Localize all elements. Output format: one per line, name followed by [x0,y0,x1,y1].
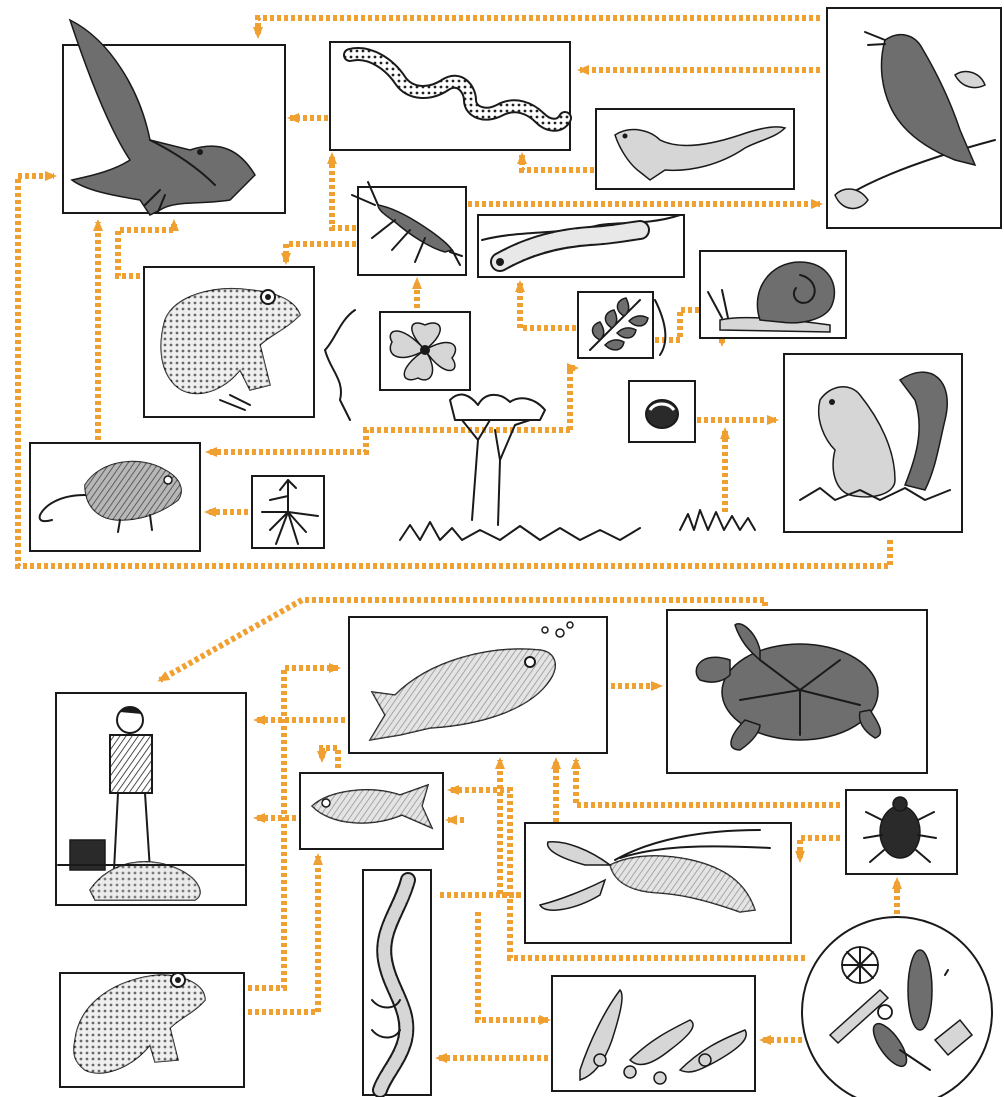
arrowhead-beetle-to-large-fish [571,757,581,769]
arrowhead-frog-to-hawk [169,219,179,231]
arrow-tree-to-mouse [570,368,576,430]
arrowhead-roots-to-mouse [204,507,216,517]
large-fish-panel [349,617,607,753]
phytoplankton-panel [802,917,992,1097]
arrowhead-earwig-to-frog [281,253,291,265]
arrowhead-phyto-to-crayfish [447,785,459,795]
frog-land-panel [144,267,314,417]
leaves-panel [578,292,665,358]
hawk-panel [63,20,285,215]
arrowhead-tree-to-mouse-2 [205,447,217,457]
arrowhead-beetle-to-crayfish [795,851,805,863]
grass-icon [680,510,755,530]
arrowhead-pond-frog-to-fisherman [329,663,341,673]
arrowhead-turtle-to-fisherman [157,671,170,681]
weasel-panel [596,109,794,189]
arrowhead-pond-frog-to-large-fish [313,853,323,865]
turtle-panel [667,610,927,773]
tree-icon [400,395,640,540]
snake-panel [330,42,570,150]
arrowhead-grass-to-squirrel [720,427,730,439]
arrowhead-phyto-to-beetle [892,877,902,889]
arrow-tree-to-mouse-2 [208,430,570,452]
arrow-earwig-to-frog [286,244,356,262]
zooplankton-panel [552,976,755,1091]
arrowhead-zoo-to-larva [435,1053,447,1063]
arrow-songbird-to-hawk [258,18,820,36]
arrowhead-large-fish-to-turtle [651,681,663,691]
mouse-panel [30,443,200,551]
arrowhead-snake-to-hawk [287,113,299,123]
arrowhead-phyto-to-zoo [759,1035,771,1045]
arrowhead-songbird-to-hawk [253,27,263,39]
arrowhead-large-fish-to-fisherman [253,715,265,725]
arrowhead-small-fish-to-fisherman [253,813,265,823]
arrowhead-larva-to-large-fish [551,757,561,769]
snail-panel [700,251,846,338]
arrow-leaves-to-caterpillar [520,283,576,328]
acorn-panel [629,381,695,442]
arrowhead-crayfish-to-large-fish [495,757,505,769]
arrowhead-squirrel-to-hawk [45,171,57,181]
arrowhead-weasel-to-snake [517,152,527,164]
water-beetle-panel [846,790,957,874]
arrowhead-earwig-to-songbird [811,199,823,209]
arrowhead-larva-to-small-fish-2 [445,815,457,825]
fisherman-panel [56,693,246,905]
arrowhead-songbird-to-snake [577,65,589,75]
crayfish-panel [525,823,791,943]
songbird-panel [827,8,1001,228]
arrowhead-earwig-to-snake [327,152,337,164]
arrow-earwig-to-snake [332,155,356,228]
flower-panel [380,312,470,390]
arrowhead-acorn-to-squirrel [767,415,779,425]
squirrel-panel [784,354,962,532]
arrowhead-small-fish-to-large-fish [317,751,327,763]
arrowhead-mouse-to-hawk [93,219,103,231]
arrowhead-larva-to-small-fish [539,1015,551,1025]
arrow-beetle-to-crayfish [800,838,840,860]
arrow-weasel-to-snake [522,155,594,170]
insect-larva-panel [363,870,431,1095]
earwig-panel [352,182,466,275]
arrowhead-flower-to-earwig [412,277,422,289]
frog-pond-panel [60,973,244,1087]
roots-panel [252,476,324,548]
arrowhead-leaves-to-caterpillar [515,280,525,292]
acorn-icon [646,400,678,428]
caterpillar-panel [478,215,684,277]
small-fish-panel [300,773,443,849]
